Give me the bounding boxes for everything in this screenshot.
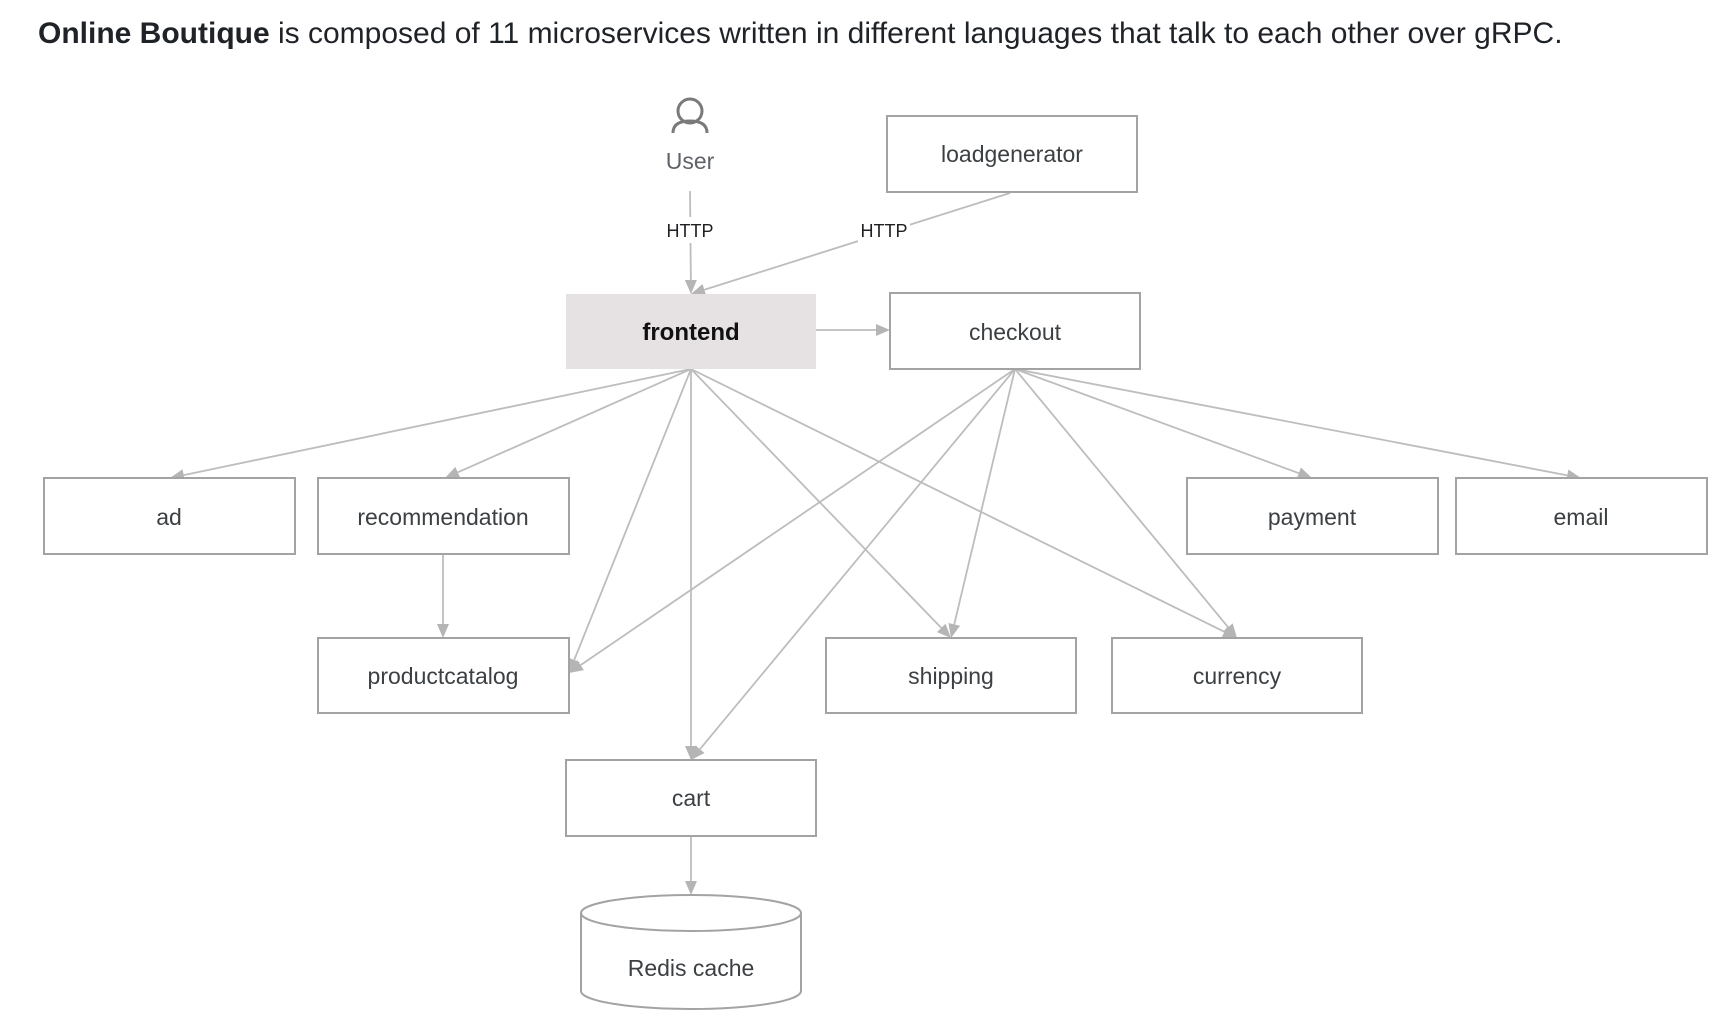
edge-line	[580, 368, 1016, 666]
node-frontend: frontend	[566, 294, 816, 369]
edge-line	[699, 368, 1016, 750]
user-node: User	[666, 97, 715, 174]
edge-frontend-to-checkout	[816, 324, 890, 336]
node-checkout: checkout	[889, 292, 1141, 370]
arrowhead	[936, 623, 951, 638]
edge-recommendation-to-productcatalog	[437, 554, 449, 638]
edge-line	[183, 368, 692, 477]
arrowhead	[437, 624, 449, 638]
ad-label: ad	[156, 504, 182, 530]
edge-checkout-to-productcatalog	[569, 368, 1016, 673]
node-redis-cache: Redis cache	[580, 894, 802, 1010]
arrowhead	[445, 466, 461, 478]
arrowhead	[685, 746, 697, 760]
edge-checkout-to-payment	[1014, 368, 1312, 479]
edge-frontend-to-shipping	[690, 368, 951, 638]
edge-line	[690, 368, 1225, 633]
arrowhead	[685, 881, 697, 895]
arrowhead	[948, 622, 961, 638]
edge-line	[1014, 368, 1229, 628]
node-email: email	[1455, 477, 1708, 555]
user-label: User	[666, 148, 715, 174]
intro-sentence: Online Boutique is composed of 11 micros…	[38, 14, 1718, 54]
edge-labels: HTTP HTTP	[664, 217, 910, 243]
loadgenerator-label: loadgenerator	[941, 141, 1083, 167]
edge-line	[704, 192, 1011, 291]
arrowhead	[1296, 467, 1312, 479]
arrowhead	[569, 660, 584, 673]
edge-frontend-to-ad	[170, 368, 692, 482]
person-icon	[671, 97, 709, 134]
edge-frontend-to-currency	[690, 368, 1237, 638]
edge-checkout-to-currency	[1014, 368, 1237, 638]
arrowhead	[691, 284, 707, 296]
arrowhead	[1223, 623, 1237, 638]
node-payment: payment	[1186, 477, 1439, 555]
node-ad: ad	[43, 477, 296, 555]
node-shipping: shipping	[825, 637, 1077, 714]
node-cart: cart	[565, 759, 817, 837]
arrowhead	[691, 745, 705, 760]
edge-line	[1014, 368, 1568, 477]
shipping-label: shipping	[908, 663, 994, 689]
edge-line	[953, 368, 1016, 625]
node-loadgenerator: loadgenerator	[886, 115, 1138, 193]
edge-frontend-to-recommendation	[445, 368, 692, 478]
edge-checkout-to-email	[1014, 368, 1581, 482]
arrowhead	[684, 279, 697, 294]
productcatalog-label: productcatalog	[368, 663, 519, 689]
node-productcatalog: productcatalog	[317, 637, 570, 714]
intro-text: is composed of 11 microservices written …	[269, 17, 1563, 50]
edge-line	[1014, 368, 1300, 475]
checkout-label: checkout	[969, 319, 1062, 345]
node-recommendation: recommendation	[317, 477, 570, 555]
frontend-label: frontend	[642, 319, 739, 346]
edge-line	[690, 368, 942, 629]
edge-loadgenerator-to-frontend	[691, 192, 1011, 296]
payment-label: payment	[1268, 504, 1357, 530]
edge-line	[457, 368, 692, 474]
cart-label: cart	[672, 785, 711, 811]
edge-checkout-to-shipping	[948, 368, 1016, 638]
edge-checkout-to-cart	[691, 368, 1016, 760]
email-label: email	[1554, 504, 1609, 530]
edge-line	[573, 368, 692, 661]
user-http-label: HTTP	[667, 221, 714, 241]
intro-title: Online Boutique	[38, 17, 270, 50]
loadgenerator-http-label: HTTP	[861, 221, 908, 241]
currency-label: currency	[1193, 663, 1282, 689]
redis-cache-label: Redis cache	[628, 955, 755, 981]
arrowhead	[876, 324, 890, 336]
node-currency: currency	[1111, 637, 1363, 714]
edge-frontend-to-cart	[685, 369, 697, 760]
edge-cart-to-redis	[685, 836, 697, 895]
recommendation-label: recommendation	[357, 504, 528, 530]
